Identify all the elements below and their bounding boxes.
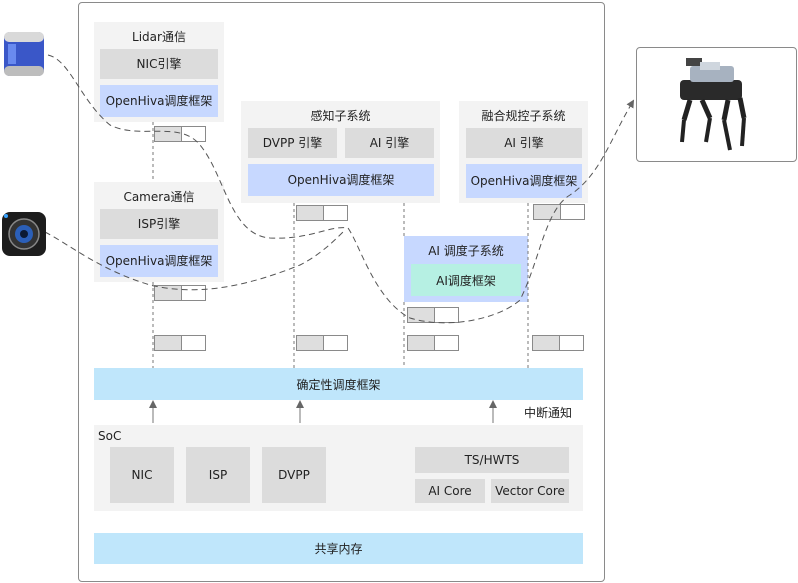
camera-isp-engine: ISP引擎 xyxy=(100,209,218,239)
queue-lidar xyxy=(154,126,206,142)
shared-memory-bar: 共享内存 xyxy=(94,533,583,564)
lidar-comm-title: Lidar通信 xyxy=(132,30,186,44)
queue-row-1 xyxy=(154,335,206,351)
lidar-sensor-icon xyxy=(4,32,44,76)
perception-openhiva-framework: OpenHiva调度框架 xyxy=(248,164,434,196)
ai-sched-framework: AI调度框架 xyxy=(411,264,521,296)
fusion-title: 融合规控子系统 xyxy=(481,109,566,123)
ai-sched-title: AI 调度子系统 xyxy=(428,244,504,258)
fusion-ai-engine: AI 引擎 xyxy=(466,128,582,158)
camera-openhiva-framework: OpenHiva调度框架 xyxy=(100,245,218,277)
queue-row-2 xyxy=(296,335,348,351)
soc-ai-core: AI Core xyxy=(415,479,485,503)
soc-vector-core: Vector Core xyxy=(491,479,569,503)
soc-label: SoC xyxy=(98,429,122,443)
soc-nic: NIC xyxy=(110,447,174,503)
perception-ai-engine: AI 引擎 xyxy=(345,128,434,158)
interrupt-notify-label: 中断通知 xyxy=(524,406,573,420)
fusion-openhiva-framework: OpenHiva调度框架 xyxy=(466,164,582,198)
deterministic-scheduling-bar: 确定性调度框架 xyxy=(94,368,583,400)
perception-dvpp-engine: DVPP 引擎 xyxy=(248,128,337,158)
camera-comm-title: Camera通信 xyxy=(123,190,195,204)
soc-dvpp: DVPP xyxy=(262,447,326,503)
robot-dog-image xyxy=(680,58,747,151)
queue-fusion xyxy=(533,204,585,220)
soc-isp: ISP xyxy=(186,447,250,503)
queue-perception xyxy=(296,205,348,221)
queue-ai-sched xyxy=(407,307,459,323)
perception-title: 感知子系统 xyxy=(310,109,371,123)
lidar-openhiva-framework: OpenHiva调度框架 xyxy=(100,85,218,117)
lidar-nic-engine: NIC引擎 xyxy=(100,49,218,79)
queue-row-3 xyxy=(407,335,459,351)
soc-ts-hwts: TS/HWTS xyxy=(415,447,569,473)
queue-row-4 xyxy=(532,335,584,351)
camera-lens-icon xyxy=(2,212,46,256)
